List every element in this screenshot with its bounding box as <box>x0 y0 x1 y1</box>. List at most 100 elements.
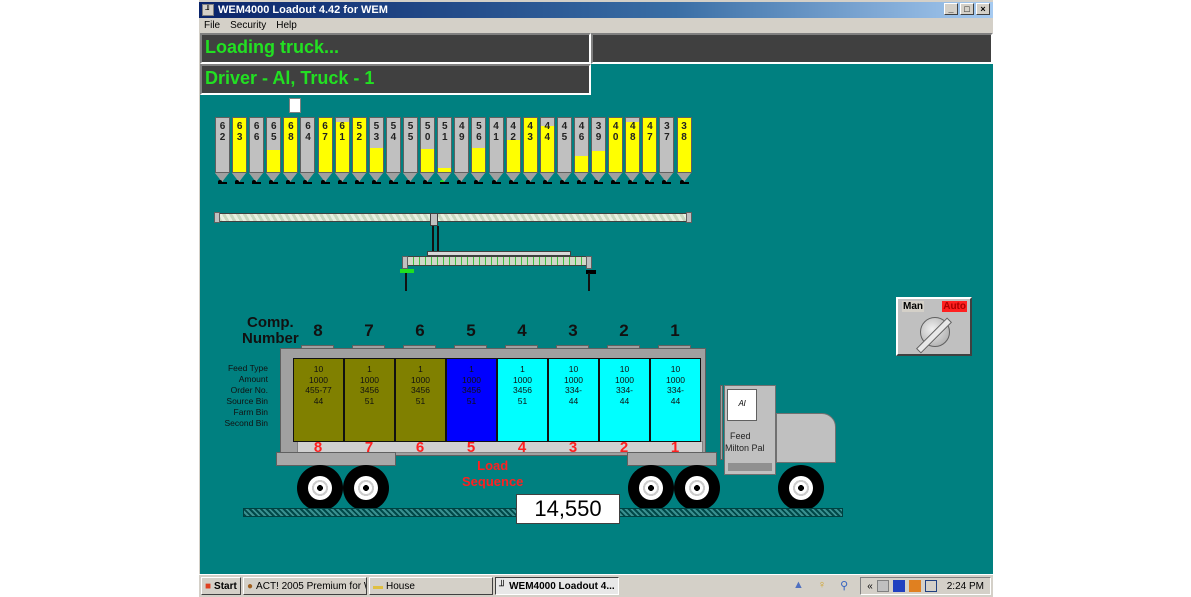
bin-gate <box>628 182 638 184</box>
bin-65[interactable]: 6 5 <box>265 117 282 185</box>
bin-47[interactable]: 4 7 <box>641 117 658 185</box>
task-house[interactable]: ▬ House <box>369 577 493 595</box>
bin-hopper-cone <box>266 173 281 182</box>
cab-window-driver: Al <box>727 389 757 421</box>
menu-file[interactable]: File <box>204 20 221 31</box>
manual-label[interactable]: Man <box>902 301 924 312</box>
tray-expand-button[interactable]: « <box>867 580 873 592</box>
bin-40[interactable]: 4 0 <box>607 117 624 185</box>
bin-hopper-cone <box>454 173 469 182</box>
bin-body: 3 7 <box>659 117 675 173</box>
tray-monitor-icon[interactable] <box>924 580 937 592</box>
bin-53[interactable]: 5 3 <box>368 117 385 185</box>
bin-gate <box>406 182 416 184</box>
person-tray-icon[interactable]: ♀ <box>817 579 827 591</box>
bin-48[interactable]: 4 8 <box>624 117 641 185</box>
bin-hopper-cone <box>368 173 383 182</box>
auto-label[interactable]: Auto <box>942 301 967 312</box>
bin-body: 6 7 <box>317 117 333 173</box>
mode-switch[interactable]: Man Auto <box>896 297 972 356</box>
bin-hopper-cone <box>591 173 606 182</box>
tray-speaker-icon[interactable] <box>908 580 921 592</box>
window-titlebar[interactable]: ╜ WEM4000 Loadout 4.42 for WEM _ □ × <box>199 2 993 18</box>
comp-number-4: 4 <box>517 321 527 340</box>
bin-gate <box>559 182 569 184</box>
bin-body: 5 5 <box>403 117 419 173</box>
bin-number: 3 8 <box>681 121 687 143</box>
bin-number: 6 7 <box>322 121 328 143</box>
bin-hopper-cone <box>385 173 400 182</box>
menu-help[interactable]: Help <box>276 20 297 31</box>
bin-hopper-cone <box>556 173 571 182</box>
bin-52[interactable]: 5 2 <box>351 117 368 185</box>
bin-gate <box>235 182 245 184</box>
order-no: 334- <box>615 385 633 395</box>
bin-hopper-cone <box>676 173 691 182</box>
feed-type: 1 <box>367 364 372 374</box>
bin-63[interactable]: 6 3 <box>231 117 248 185</box>
bin-39[interactable]: 3 9 <box>590 117 607 185</box>
bin-49[interactable]: 4 9 <box>453 117 470 185</box>
bin-50[interactable]: 5 0 <box>419 117 436 185</box>
bin-54[interactable]: 5 4 <box>385 117 402 185</box>
bin-44[interactable]: 4 4 <box>539 117 556 185</box>
label-amount: Amount <box>238 374 268 384</box>
bin-41[interactable]: 4 1 <box>488 117 505 185</box>
feed-type: 10 <box>670 364 681 374</box>
bin-37[interactable]: 3 7 <box>658 117 675 185</box>
bin-38[interactable]: 3 8 <box>676 117 693 185</box>
bin-64[interactable]: 6 4 <box>299 117 316 185</box>
bin-51[interactable]: 5 1 <box>436 117 453 185</box>
minimize-button[interactable]: _ <box>944 3 958 15</box>
menu-security[interactable]: Security <box>230 20 267 31</box>
bin-gate <box>474 182 484 184</box>
bin-gate <box>337 182 347 184</box>
loadout-end-right <box>586 256 592 269</box>
bin-number: 4 0 <box>612 121 619 143</box>
wem-app-icon: ╜ <box>499 580 507 592</box>
bin-62[interactable]: 6 2 <box>214 117 231 185</box>
maximize-button[interactable]: □ <box>960 3 974 15</box>
bin-68[interactable]: 6 8 <box>282 117 299 185</box>
bin-fill-level <box>233 118 247 172</box>
start-button[interactable]: ■ Start <box>201 577 241 595</box>
tray-n-icon[interactable] <box>892 580 905 592</box>
source-bin: 51 <box>364 395 375 406</box>
bin-hopper-cone <box>522 173 537 182</box>
label-source-bin: Source Bin <box>226 396 268 406</box>
task-act[interactable]: ● ACT! 2005 Premium for W... <box>243 577 367 595</box>
bin-46[interactable]: 4 6 <box>573 117 590 185</box>
bin-67[interactable]: 6 7 <box>317 117 334 185</box>
bin-number: 4 9 <box>459 121 465 143</box>
bin-42[interactable]: 4 2 <box>505 117 522 185</box>
bin-body: 4 3 <box>522 117 538 173</box>
network-tray-icon[interactable]: ▲ <box>793 579 804 591</box>
feed-type: 1 <box>418 364 423 374</box>
conveyor-end-right <box>686 212 692 223</box>
folder-icon: ▬ <box>373 580 383 592</box>
bin-body: 5 1 <box>437 117 453 173</box>
bin-45[interactable]: 4 5 <box>556 117 573 185</box>
bin-number: 6 5 <box>271 121 277 143</box>
close-button[interactable]: × <box>976 3 990 15</box>
bin-66[interactable]: 6 6 <box>248 117 265 185</box>
bin-56[interactable]: 5 6 <box>470 117 487 185</box>
bin-fill-level <box>643 118 657 172</box>
tray-app-icon[interactable] <box>876 580 889 592</box>
search-tray-icon[interactable]: ⚲ <box>840 580 849 592</box>
source-bin: 44 <box>670 395 681 406</box>
label-feed-type: Feed Type <box>227 363 268 373</box>
bin-61[interactable]: 6 1 <box>334 117 351 185</box>
order-no: 455-77 <box>305 385 332 395</box>
bin-55[interactable]: 5 5 <box>402 117 419 185</box>
task-wem4000[interactable]: ╜ WEM4000 Loadout 4... <box>495 577 619 595</box>
bin-43[interactable]: 4 3 <box>522 117 539 185</box>
